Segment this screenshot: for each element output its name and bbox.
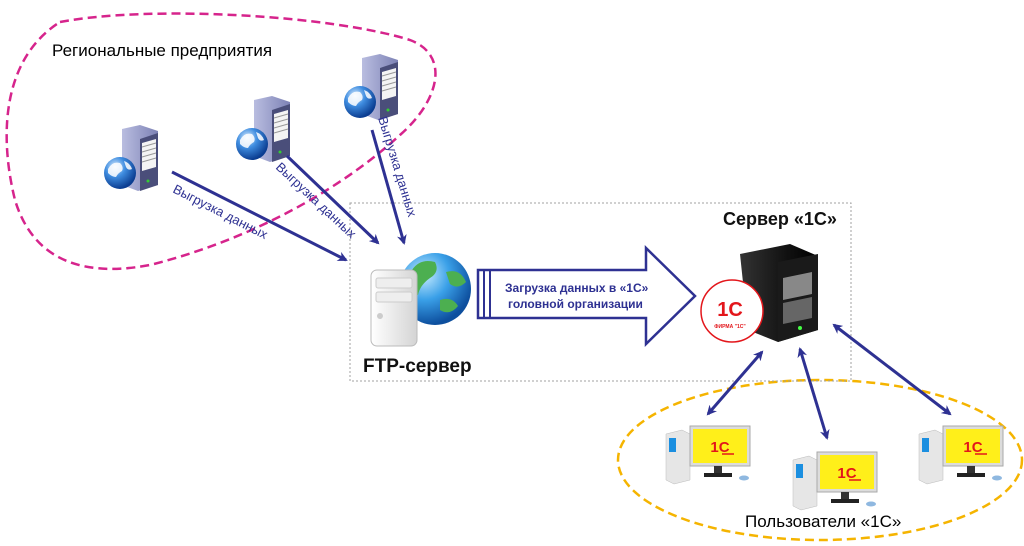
server-globe-icon	[103, 124, 159, 192]
upload-label-1: Выгрузка данных	[171, 181, 271, 242]
server-globe-icon	[343, 53, 399, 121]
central-box	[349, 202, 852, 382]
user-link-1	[706, 350, 764, 416]
user-link-3	[832, 323, 952, 416]
user-link-2	[797, 347, 830, 440]
upload-arrow-2	[285, 154, 380, 245]
regional-group-label: Региональные предприятия	[52, 41, 272, 60]
ftp-server-globe-icon	[370, 253, 471, 347]
user-workstation-icon	[665, 425, 751, 485]
user-workstation-icon	[918, 425, 1004, 485]
server-globe-icon	[235, 95, 291, 163]
logo-1c-caption: ФИРМА "1С"	[714, 324, 746, 330]
logo-1c-badge: 1С ФИРМА "1С"	[700, 279, 764, 343]
logo-1c-text: 1С	[717, 299, 743, 321]
upload-arrow-3	[370, 129, 407, 245]
upload-arrow-1	[171, 170, 348, 262]
users-group-boundary	[616, 378, 1024, 542]
server-1c-label: Сервер «1С»	[723, 209, 837, 229]
user-workstation-icon	[792, 451, 878, 511]
users-group-label: Пользователи «1С»	[745, 512, 901, 531]
transfer-arrow	[476, 245, 697, 347]
ftp-server-label: FTP-сервер	[363, 356, 472, 377]
transfer-label-line2: головной организации	[508, 297, 643, 311]
transfer-label-line1: Загрузка данных в «1С»	[505, 281, 649, 295]
regional-group-boundary	[5, 12, 437, 270]
